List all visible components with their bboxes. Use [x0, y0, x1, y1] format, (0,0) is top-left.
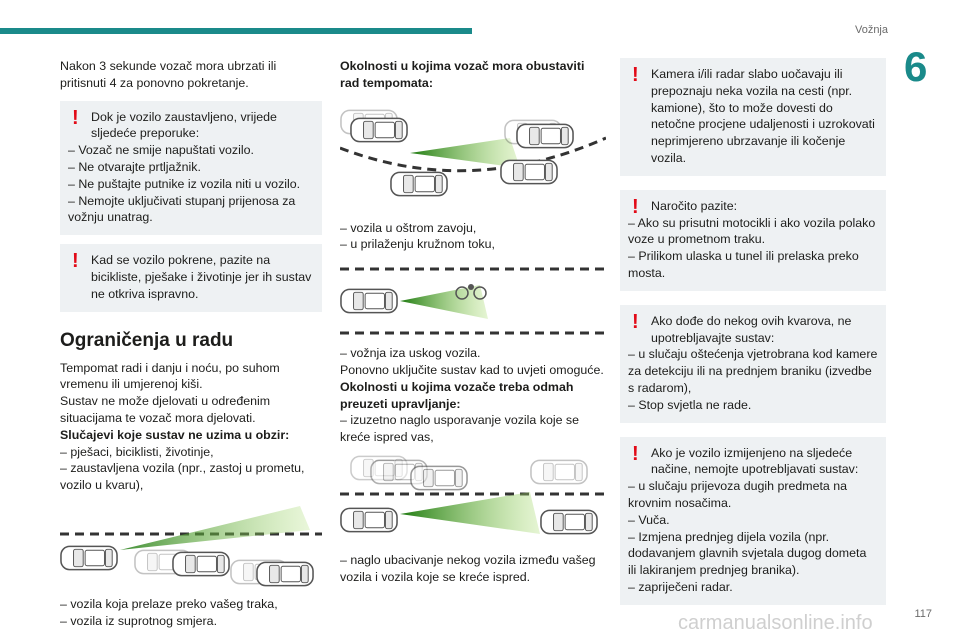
warning-box: ! Kad se vozilo pokrene, pazite na bicik…: [60, 244, 322, 312]
section-heading: Ograničenja u radu: [60, 329, 234, 351]
warning-item: – Nemojte uključivati stupanj prijenosa …: [68, 193, 296, 225]
bold-heading: Okolnosti u kojima vozače treba odmah pr…: [340, 379, 574, 411]
list-item: – vozila koja prelaze preko vašeg traka,: [60, 596, 278, 611]
bold-heading: Okolnosti u kojima vozač mora obustaviti…: [340, 59, 585, 90]
warning-item: – u slučaju prijevoza dugih predmeta na …: [628, 479, 848, 510]
warning-text: Ako dođe do nekog ovih kvarova, ne upotr…: [651, 313, 852, 345]
illustration-sharp-bend: [340, 109, 606, 196]
list-item: – pješaci, biciklisti, životinje,: [60, 444, 214, 459]
column-2: Okolnosti u kojima vozač mora obustaviti…: [340, 58, 606, 586]
warning-box: ! Kamera i/ili radar slabo uočavaju ili …: [620, 58, 886, 176]
list-item: – vozila u oštrom zavoju,: [340, 220, 477, 235]
warning-icon: !: [632, 195, 639, 218]
paragraph: Tempomat radi i danju i noću, po suhom v…: [60, 360, 280, 392]
intro-text: Nakon 3 sekunde vozač mora ubrzati ili p…: [60, 59, 277, 90]
warning-box: ! Ako dođe do nekog ovih kvarova, ne upo…: [620, 304, 886, 423]
bold-paragraph: Slučajevi koje sustav ne uzima u obzir:: [60, 427, 290, 442]
section-title: Vožnja: [854, 24, 888, 36]
list-item: – naglo ubacivanje nekog vozila između v…: [340, 552, 596, 584]
header-accent-bar: [0, 28, 472, 34]
warning-item: – u slučaju oštećenja vjetrobrana kod ka…: [628, 347, 878, 395]
illustration-cut-in: [340, 455, 606, 535]
column-3: ! Kamera i/ili radar slabo uočavaju ili …: [620, 58, 886, 605]
warning-box: ! Dok je vozilo zaustavljeno, vrijede sl…: [60, 100, 322, 236]
warning-item: – Prilikom ulaska u tunel ili prelaska p…: [628, 249, 859, 280]
paragraph: Ponovno uključite sustav kad to uvjeti o…: [340, 362, 604, 377]
watermark: carmanualsonline.info: [678, 612, 873, 634]
warning-icon: !: [632, 310, 639, 333]
paragraph: Sustav ne može djelovati u određenim sit…: [60, 394, 271, 425]
list-item: – vožnja iza uskog vozila.: [340, 346, 481, 361]
warning-text: Dok je vozilo zaustavljeno, vrijede slje…: [91, 109, 277, 141]
warning-item: – zapriječeni radar.: [628, 579, 733, 594]
list-item: – u prilaženju kružnom toku,: [340, 237, 495, 252]
warning-item: – Ne puštajte putnike iz vozila niti u v…: [68, 176, 301, 191]
warning-icon: !: [72, 106, 79, 129]
warning-text: Ako je vozilo izmijenjeno na sljedeće na…: [651, 445, 859, 477]
warning-box: ! Ako je vozilo izmijenjeno na sljedeće …: [620, 436, 886, 605]
list-item: – zaustavljena vozila (npr., zastoj u pr…: [60, 461, 305, 493]
warning-icon: !: [72, 250, 79, 273]
warning-text: Naročito pazite:: [651, 198, 738, 213]
illustration-narrow-vehicle: [340, 267, 606, 335]
page-number: 117: [914, 608, 932, 620]
warning-text: Kamera i/ili radar slabo uočavaju ili pr…: [651, 67, 875, 165]
warning-box: ! Naročito pazite: – Ako su prisutni mot…: [620, 189, 886, 291]
warning-item: – Stop svjetla ne rade.: [628, 397, 752, 412]
warning-icon: !: [632, 64, 639, 86]
warning-item: – Ako su prisutni motocikli i ako vozila…: [628, 215, 876, 247]
chapter-number: 6: [904, 43, 928, 90]
illustration-crossing-vehicles: [60, 505, 322, 587]
warning-icon: !: [632, 442, 639, 465]
list-item: – vozila iz suprotnog smjera.: [60, 613, 218, 628]
warning-item: – Ne otvarajte prtljažnik.: [68, 159, 201, 174]
warning-item: – Vuča.: [628, 512, 670, 527]
column-1: Nakon 3 sekunde vozač mora ubrzati ili p…: [60, 58, 322, 630]
warning-text: Kad se vozilo pokrene, pazite na bicikli…: [91, 253, 312, 301]
warning-item: – Vozač ne smije napuštati vozilo.: [68, 143, 254, 158]
warning-item: – Izmjena prednjeg dijela vozila (npr. d…: [628, 529, 867, 578]
list-item: – izuzetno naglo usporavanje vozila koje…: [340, 413, 580, 445]
